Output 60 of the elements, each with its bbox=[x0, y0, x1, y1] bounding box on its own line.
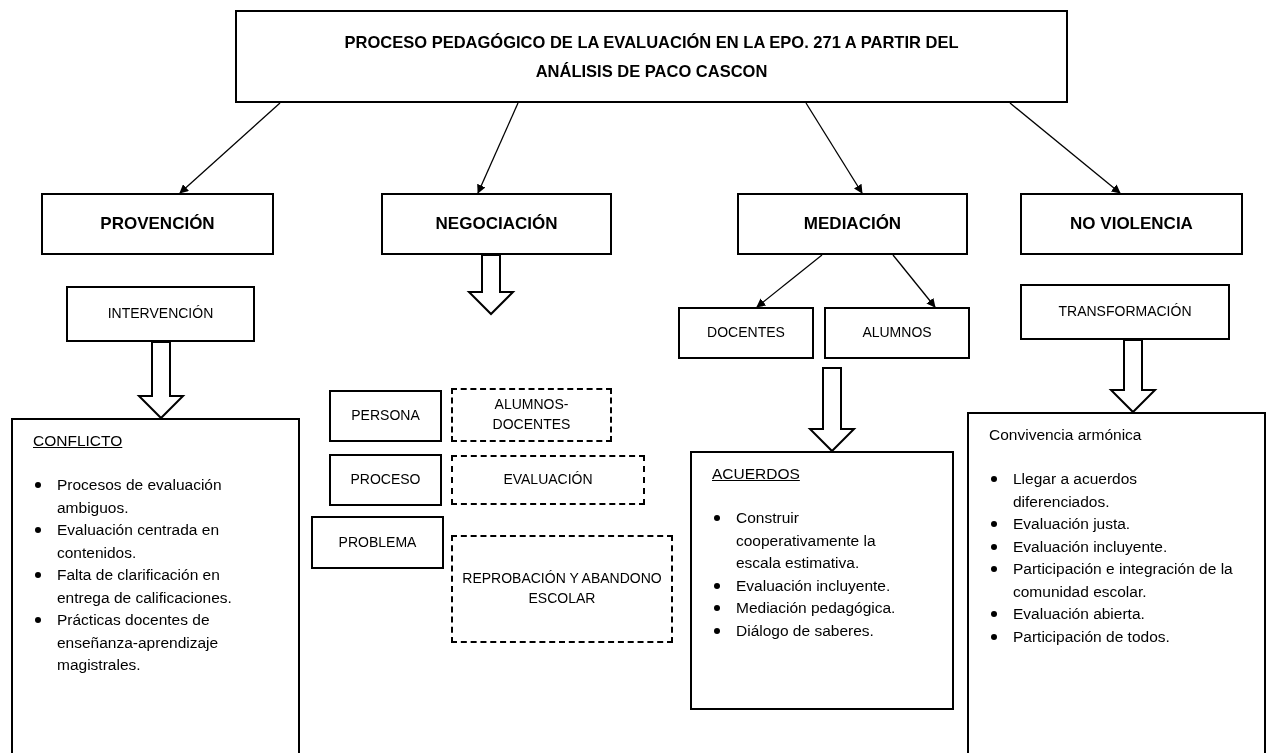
box-label: PROBLEMA bbox=[338, 532, 417, 552]
arrow bbox=[805, 102, 863, 194]
concept-box bbox=[678, 307, 814, 359]
bullet-item: Procesos de evaluación ambiguos. bbox=[33, 474, 268, 520]
box-label: MEDIACIÓN bbox=[803, 213, 902, 236]
box-label: PROVENCIÓN bbox=[100, 213, 215, 236]
bullet-item: Prácticas docentes de enseñanza-aprendizaje magistrales. bbox=[33, 609, 268, 677]
arrow bbox=[477, 102, 519, 194]
category-box bbox=[41, 193, 274, 255]
block-arrow bbox=[136, 341, 186, 420]
box-label: ALUMNOS- DOCENTES bbox=[491, 395, 572, 434]
list-box bbox=[690, 451, 954, 710]
dashed-box bbox=[451, 535, 673, 643]
heading-text: PROCESO PEDAGÓGICO DE LA EVALUACIÓN EN LA EPO. 271 A PARTIR DEL ANÁLISIS DE PACO CASCON bbox=[343, 31, 960, 82]
bullet-item: Evaluación abierta. bbox=[989, 603, 1234, 626]
bullet-item: Evaluación justa. bbox=[989, 513, 1234, 536]
concept-box bbox=[329, 390, 442, 442]
title-box bbox=[235, 10, 1068, 103]
box-label: INTERVENCIÓN bbox=[107, 304, 214, 324]
concept-box bbox=[824, 307, 970, 359]
arrow bbox=[756, 254, 823, 308]
list-box bbox=[11, 418, 300, 753]
arrow bbox=[179, 102, 281, 194]
list-box bbox=[967, 412, 1266, 753]
bullet-item: Evaluación incluyente. bbox=[989, 535, 1234, 559]
box-label: NO VIOLENCIA bbox=[1070, 213, 1193, 236]
list-heading: CONFLICTO bbox=[33, 431, 124, 451]
dashed-box bbox=[451, 455, 645, 505]
category-box bbox=[1020, 193, 1243, 255]
arrow bbox=[1009, 102, 1121, 194]
concept-box bbox=[329, 454, 442, 506]
bullet-item: Construir cooperativamente la escala estimativa. bbox=[712, 507, 922, 575]
bullet-item: Diálogo de saberes. bbox=[712, 619, 922, 643]
category-box bbox=[381, 193, 612, 255]
list-heading: ACUERDOS bbox=[712, 464, 801, 484]
box-label: DOCENTES bbox=[707, 323, 785, 343]
concept-box bbox=[311, 516, 444, 569]
arrow bbox=[892, 254, 936, 308]
block-arrow bbox=[807, 367, 857, 453]
bullet-item: Participación e integración de la comunidad escolar. bbox=[989, 558, 1234, 604]
bullet-item: Evaluación centrada en contenidos. bbox=[33, 519, 268, 565]
box-label: NEGOCIACIÓN bbox=[435, 213, 558, 236]
dashed-box bbox=[451, 388, 612, 442]
box-label: PROCESO bbox=[350, 470, 421, 490]
category-box bbox=[737, 193, 968, 255]
bullet-item: Evaluación incluyente. bbox=[712, 574, 922, 598]
box-label: ALUMNOS bbox=[862, 323, 932, 343]
bullet-item: Falta de clarificación en entrega de calificaciones. bbox=[33, 564, 268, 610]
box-label: EVALUACIÓN bbox=[502, 470, 594, 490]
box-label: REPROBACIÓN Y ABANDONO ESCOLAR bbox=[461, 569, 663, 608]
bullet-item: Participación de todos. bbox=[989, 625, 1234, 649]
concept-box bbox=[66, 286, 255, 342]
box-label: TRANSFORMACIÓN bbox=[1058, 302, 1192, 322]
bullet-item: Llegar a acuerdos diferenciados. bbox=[989, 468, 1234, 514]
box-label: PERSONA bbox=[351, 406, 420, 426]
list-heading: Convivencia armónica bbox=[989, 425, 1143, 445]
concept-box bbox=[1020, 284, 1230, 340]
block-arrow bbox=[466, 254, 516, 316]
block-arrow bbox=[1108, 339, 1158, 414]
bullet-item: Mediación pedagógica. bbox=[712, 597, 922, 620]
